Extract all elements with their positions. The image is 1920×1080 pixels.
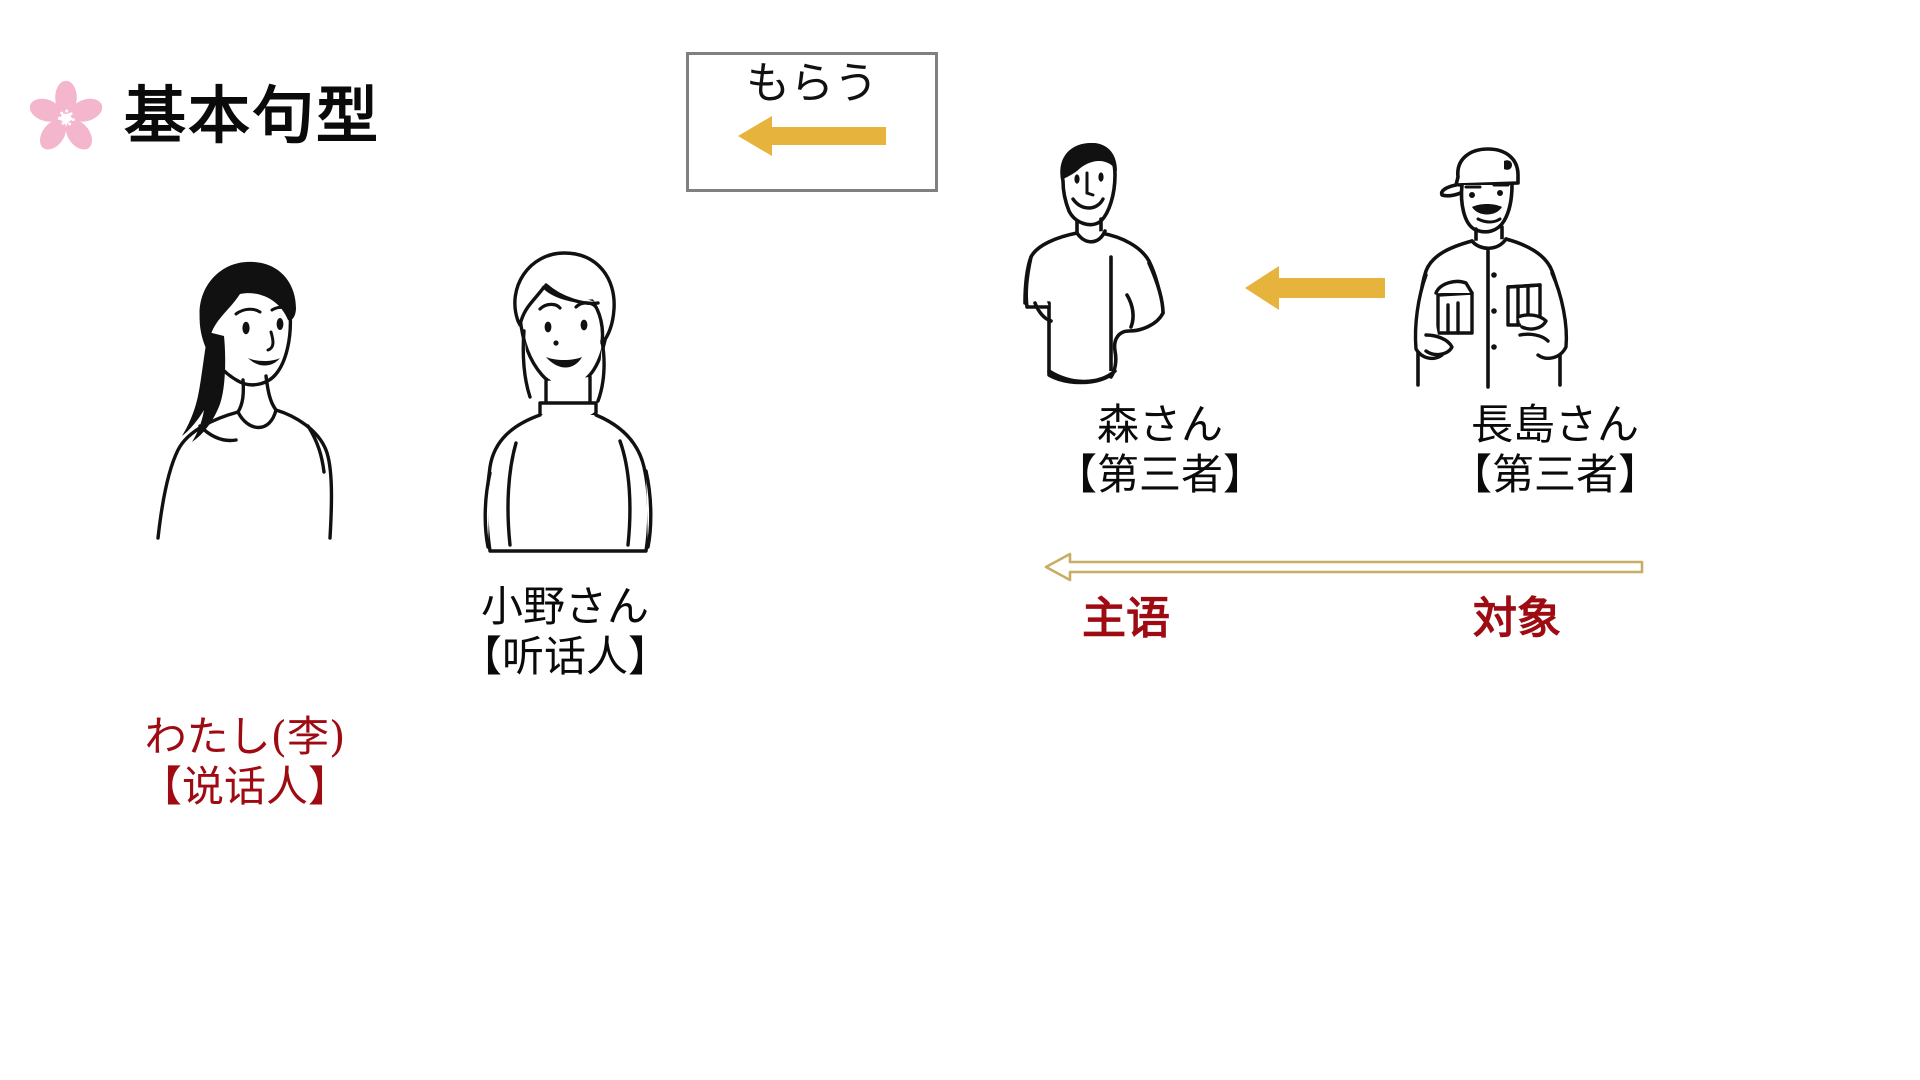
left-arrow-icon <box>1245 266 1385 310</box>
caption-listener: 小野さん 【听话人】 <box>385 582 745 681</box>
grammar-role-object: 対象 <box>1473 593 1561 644</box>
woman-ponytail-figure <box>140 250 350 540</box>
sakura-blossom-icon <box>30 80 102 150</box>
person-name-nagashima: 長島さん <box>1470 400 1639 449</box>
person-role-speaker: 【说话人】 <box>139 761 350 811</box>
woman-turtleneck-figure <box>450 245 670 555</box>
person-role-mori: 【第三者】 <box>1054 449 1265 499</box>
person-name-mori: 森さん <box>1096 400 1223 449</box>
person-role-nagashima: 【第三者】 <box>1449 449 1660 499</box>
page-title-row: 基本句型 <box>30 80 380 152</box>
caption-nagashima: 長島さん 【第三者】 <box>1395 400 1715 499</box>
grammar-role-subject: 主语 <box>1082 593 1170 644</box>
caption-speaker: わたし(李) 【说话人】 <box>60 712 430 811</box>
man-tshirt-figure <box>1015 135 1205 405</box>
left-arrow-outline-icon <box>1044 552 1644 582</box>
person-name-speaker: わたし(李) <box>144 712 346 761</box>
caption-mori: 森さん 【第三者】 <box>1000 400 1320 499</box>
left-arrow-icon <box>738 116 886 157</box>
man-cap-uniform-figure <box>1400 135 1600 405</box>
person-role-listener: 【听话人】 <box>459 631 670 681</box>
verb-box: もらう <box>686 52 938 192</box>
person-name-listener: 小野さん <box>480 582 649 631</box>
page-title: 基本句型 <box>124 79 381 152</box>
verb-box-label: もらう <box>746 58 878 109</box>
